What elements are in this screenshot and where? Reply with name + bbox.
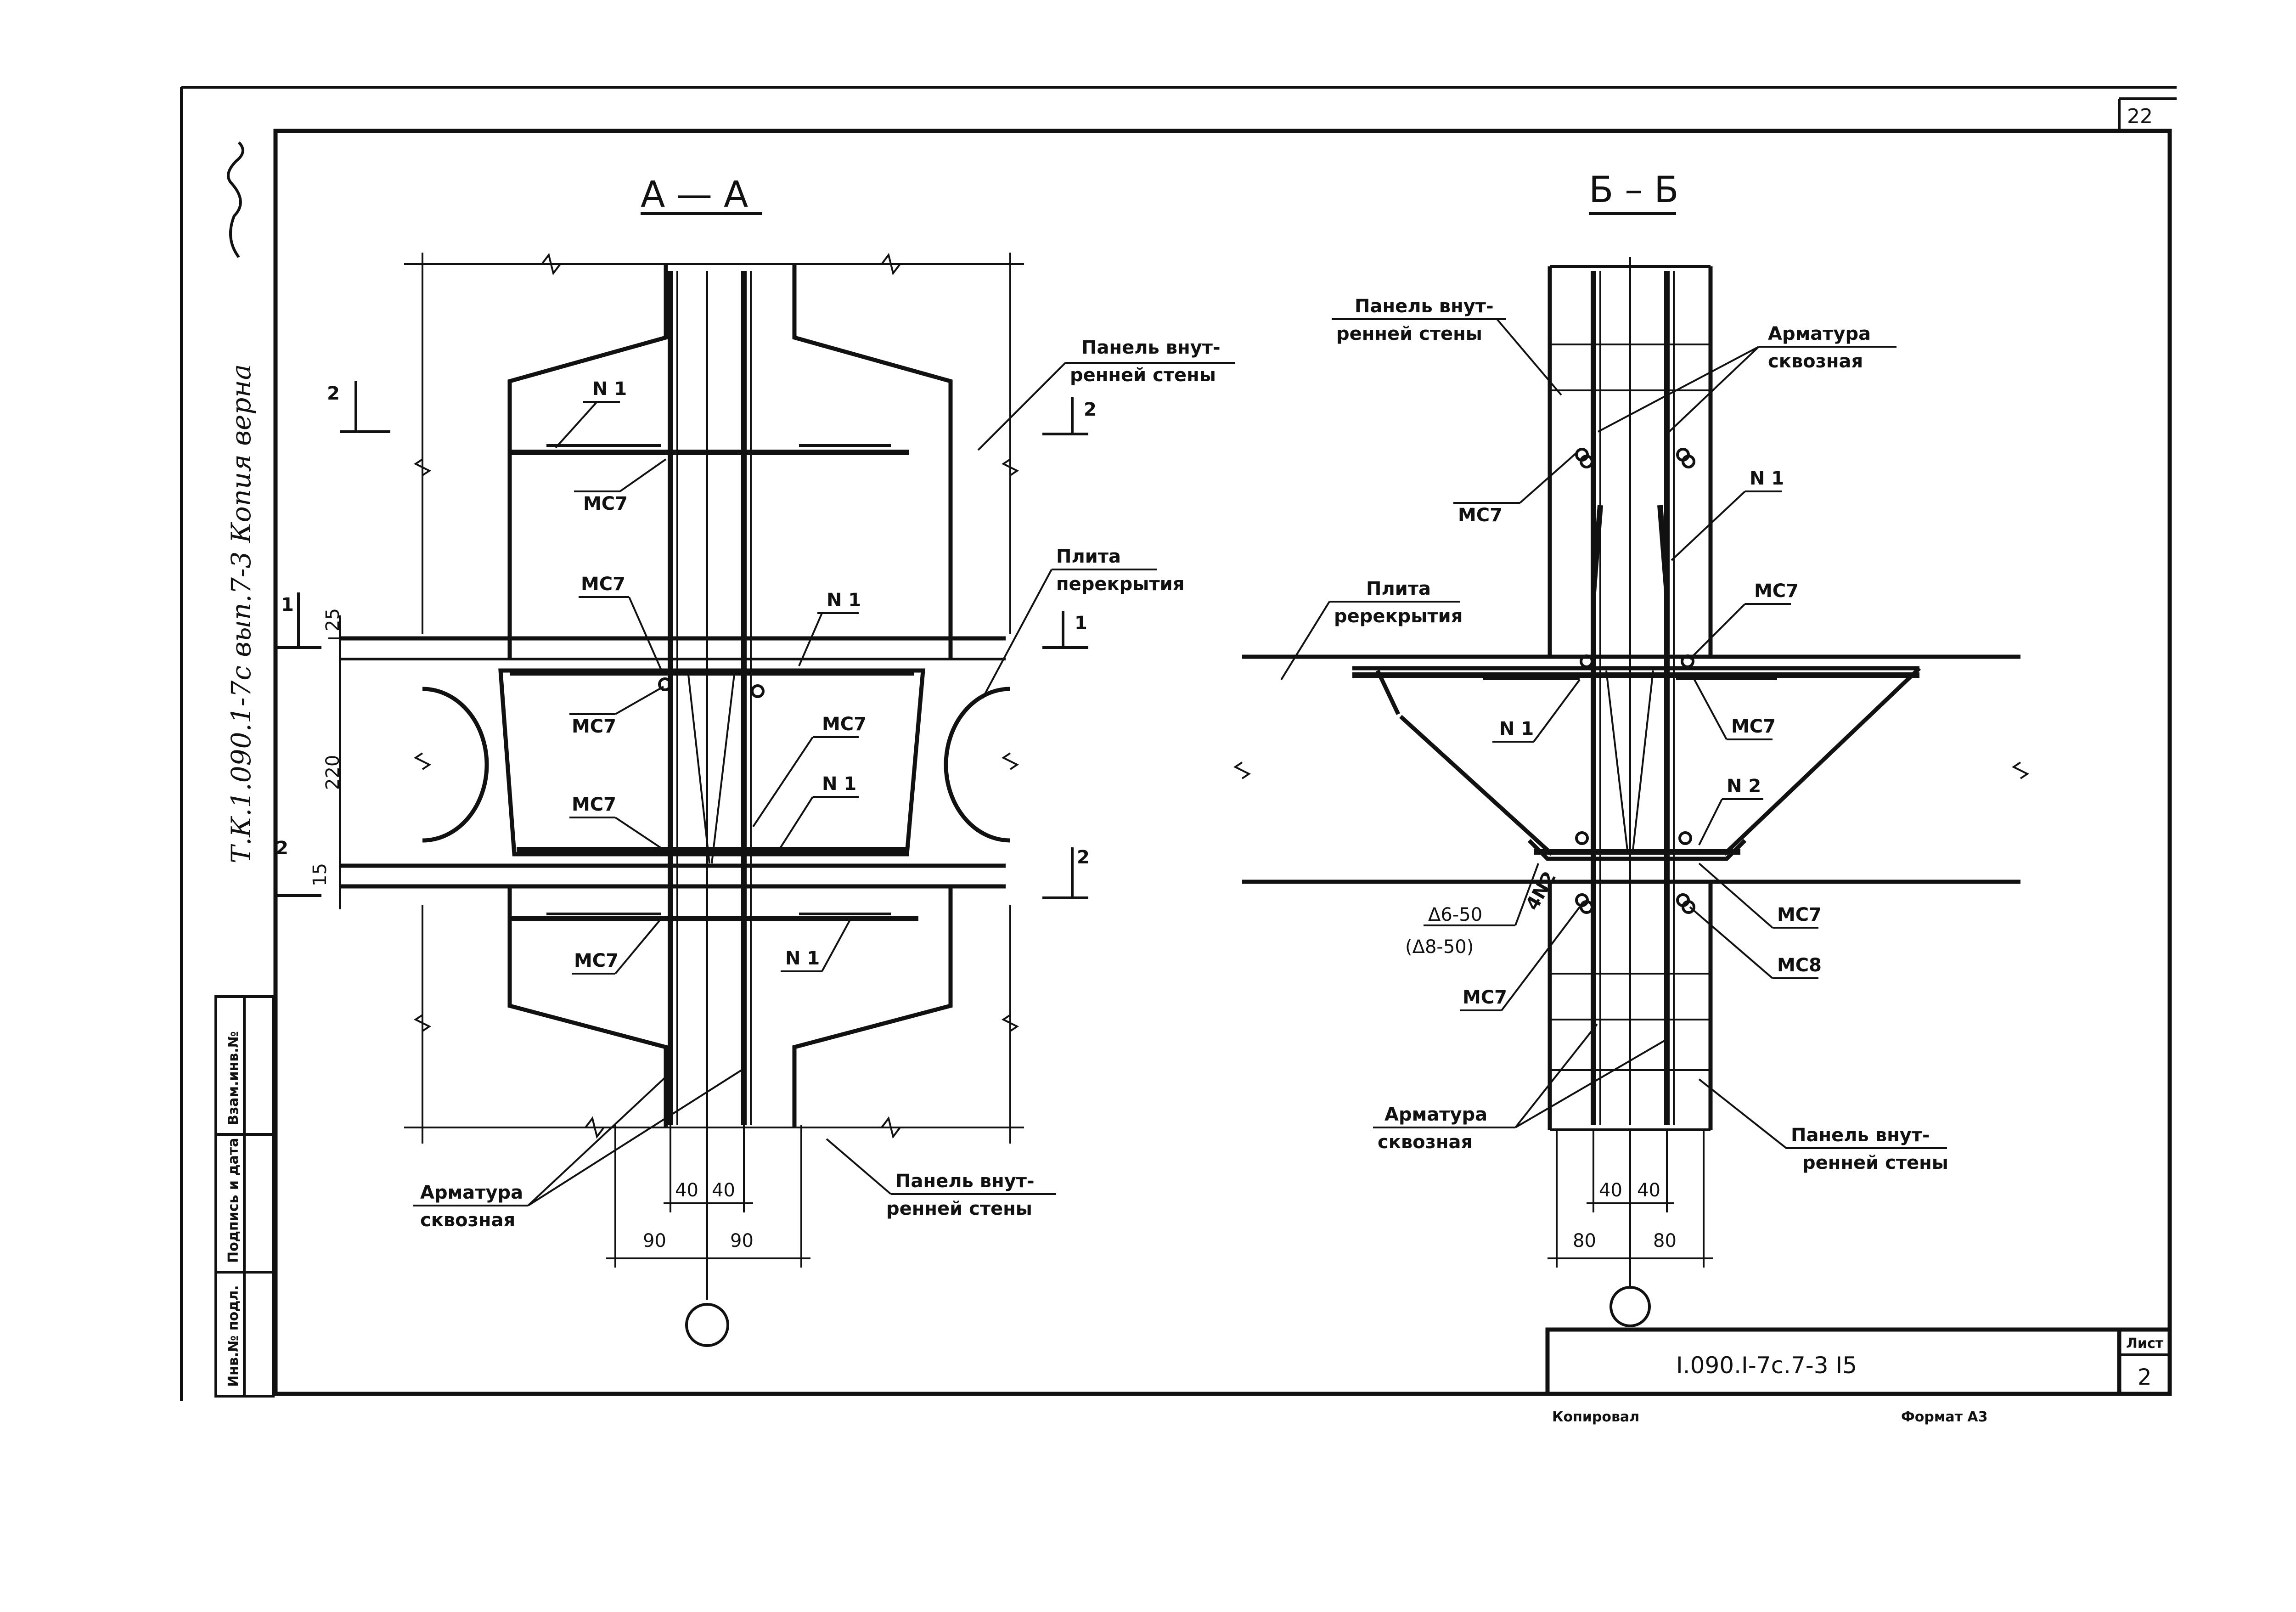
bb-label-rebar-top-2: сквозная: [1768, 351, 1863, 372]
bb-label-wall-top-2: ренней стены: [1336, 323, 1482, 344]
aa-cut-2-top-r: 2: [1084, 399, 1097, 420]
bb-label-mc7-a: МС7: [1458, 505, 1503, 526]
title-block-sheet-label: Лист: [2126, 1336, 2164, 1352]
bb-label-mc7-b: МС7: [1754, 581, 1799, 602]
aa-dim-40b: 40: [712, 1180, 735, 1201]
aa-cut-2-top: 2: [327, 383, 340, 404]
bb-dim-80b: 80: [1653, 1230, 1677, 1251]
footer-format: Формат А3: [1901, 1409, 1988, 1425]
bb-label-n2: N 2: [1727, 776, 1761, 797]
aa-label-wall-bot-1: Панель внут-: [895, 1171, 1035, 1192]
aa-label-rebar-1: Арматура: [420, 1182, 523, 1203]
bb-label-mc7-c: МС7: [1731, 716, 1776, 737]
bb-label-rebar-top-1: Арматура: [1768, 323, 1871, 344]
aa-dim-220: 220: [322, 755, 343, 790]
aa-label-wall-top-2: ренней стены: [1070, 365, 1216, 386]
bb-label-mc8: МС8: [1777, 955, 1822, 976]
sheet-corner-number: 22: [2127, 105, 2153, 128]
aa-dim-90a: 90: [643, 1230, 666, 1251]
bb-dim-40b: 40: [1637, 1180, 1660, 1201]
aa-label-wall-bot-2: ренней стены: [886, 1198, 1032, 1219]
bb-label-rebar-bot-2: сквозная: [1378, 1132, 1473, 1153]
aa-cut-1-r: 1: [1075, 613, 1087, 634]
bb-label-mc7-d: МС7: [1777, 904, 1822, 925]
aa-label-mc7-d: МС7: [822, 714, 867, 735]
bb-label-weld-2: (Δ8-50): [1405, 936, 1474, 958]
aa-label-mc7-a: МС7: [583, 493, 628, 514]
aa-label-n1-b: N 1: [827, 590, 861, 611]
aa-label-n1-c: N 1: [822, 773, 856, 795]
aa-label-slab-2: перекрытия: [1056, 574, 1184, 595]
bb-label-mc7-e: МС7: [1463, 987, 1507, 1008]
aa-label-rebar-2: сквозная: [420, 1210, 515, 1231]
aa-dim-90b: 90: [730, 1230, 754, 1251]
bb-label-n1-a: N 1: [1750, 468, 1784, 489]
bb-label-slab-1: Плита: [1366, 578, 1431, 599]
bb-label-wall-top-1: Панель внут-: [1355, 296, 1494, 317]
aa-label-wall-top-1: Панель внут-: [1081, 337, 1221, 358]
stamp-col-2: Подпись и дата: [225, 1138, 242, 1263]
title-block-sheet-number: 2: [2138, 1364, 2152, 1390]
footer-copied: Копировал: [1552, 1409, 1639, 1425]
aa-cut-2-bot-l: 2: [276, 838, 288, 859]
aa-label-mc7-e: МС7: [572, 794, 616, 815]
aa-label-n1-a: N 1: [592, 378, 627, 400]
aa-cut-1-l: 1: [281, 594, 294, 615]
bb-dim-40a: 40: [1599, 1180, 1622, 1201]
section-aa: А — А: [276, 174, 1235, 1347]
aa-dim-40a: 40: [675, 1180, 698, 1201]
bb-label-wall-bot-1: Панель внут-: [1791, 1125, 1930, 1146]
section-bb-title: Б – Б: [1589, 169, 1679, 211]
title-block: [1545, 1327, 2172, 1396]
stamp-block: [214, 995, 275, 1398]
section-bb: Б – Б: [1233, 169, 2029, 1327]
sheet-frame: [180, 86, 2177, 1401]
stamp-col-1: Инв.№ подл.: [225, 1285, 242, 1387]
section-aa-title: А — А: [641, 174, 748, 215]
bb-label-n1-b: N 1: [1499, 718, 1534, 739]
title-block-code: I.090.I-7c.7-3 I5: [1676, 1352, 1857, 1379]
aa-label-slab-1: Плита: [1056, 546, 1121, 567]
aa-label-mc7-c: МС7: [572, 716, 616, 737]
bb-label-slab-2: ререкрытия: [1334, 606, 1463, 627]
bb-label-weld-1: Δ6-50: [1428, 904, 1482, 925]
bb-label-rebar-bot-1: Арматура: [1384, 1104, 1487, 1125]
vertical-note: Т.К.1.090.1-7с вып.7-3 Копия верна: [225, 364, 257, 863]
stamp-col-3: Взам.инв.№: [225, 1031, 242, 1125]
aa-label-mc7-b: МС7: [581, 574, 625, 595]
aa-cut-2-bot-r: 2: [1077, 847, 1090, 868]
signature: [227, 141, 244, 258]
bb-dim-80a: 80: [1573, 1230, 1596, 1251]
aa-label-mc7-f: МС7: [574, 950, 619, 971]
aa-dim-25: 25: [322, 608, 343, 631]
bb-label-wall-bot-2: ренней стены: [1802, 1152, 1948, 1173]
aa-label-n1-d: N 1: [785, 948, 820, 969]
aa-dim-15: 15: [310, 863, 331, 886]
